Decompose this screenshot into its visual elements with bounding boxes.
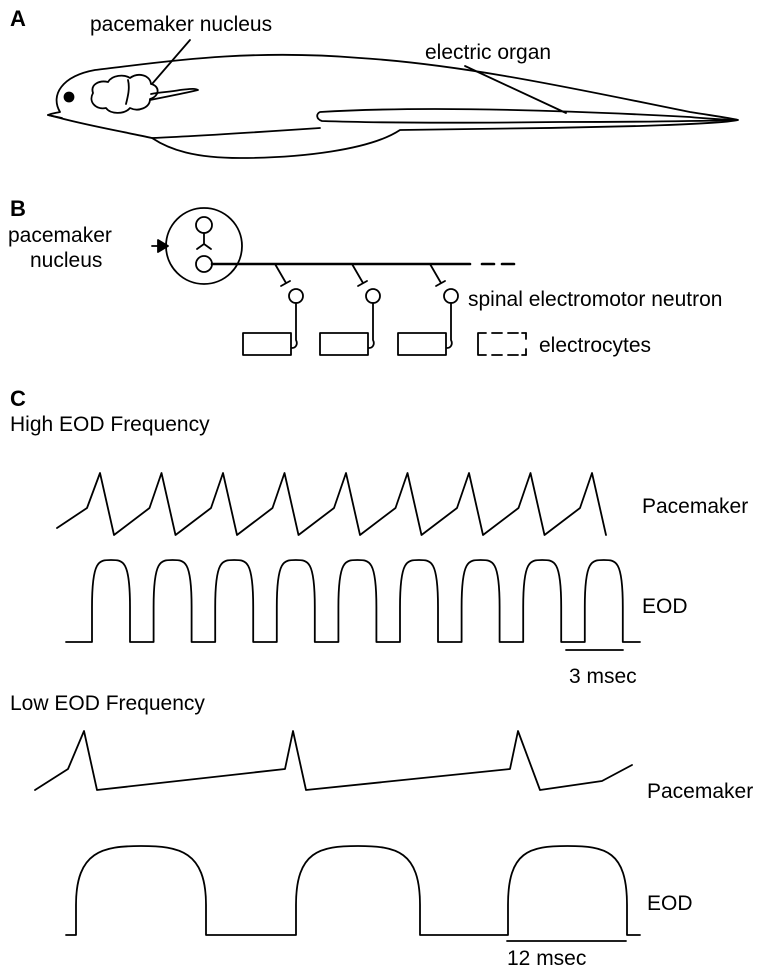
relay-cell (196, 256, 212, 272)
low-pacemaker-trace (35, 731, 632, 790)
low-eod-trace (66, 846, 640, 935)
spinal-neuron-3 (398, 264, 458, 355)
spinal-neuron-1 (243, 264, 303, 355)
high-pacemaker-trace (57, 473, 606, 535)
spinal-neuron-2 (320, 264, 380, 355)
high-eod-trace (66, 560, 640, 642)
organ-leader-line (465, 66, 566, 113)
fish-body (48, 55, 738, 158)
pacemaker-cell-top (196, 217, 212, 233)
fish-eye (65, 93, 74, 102)
dashed-electrocyte (478, 333, 486, 355)
brain-shape (91, 75, 157, 113)
